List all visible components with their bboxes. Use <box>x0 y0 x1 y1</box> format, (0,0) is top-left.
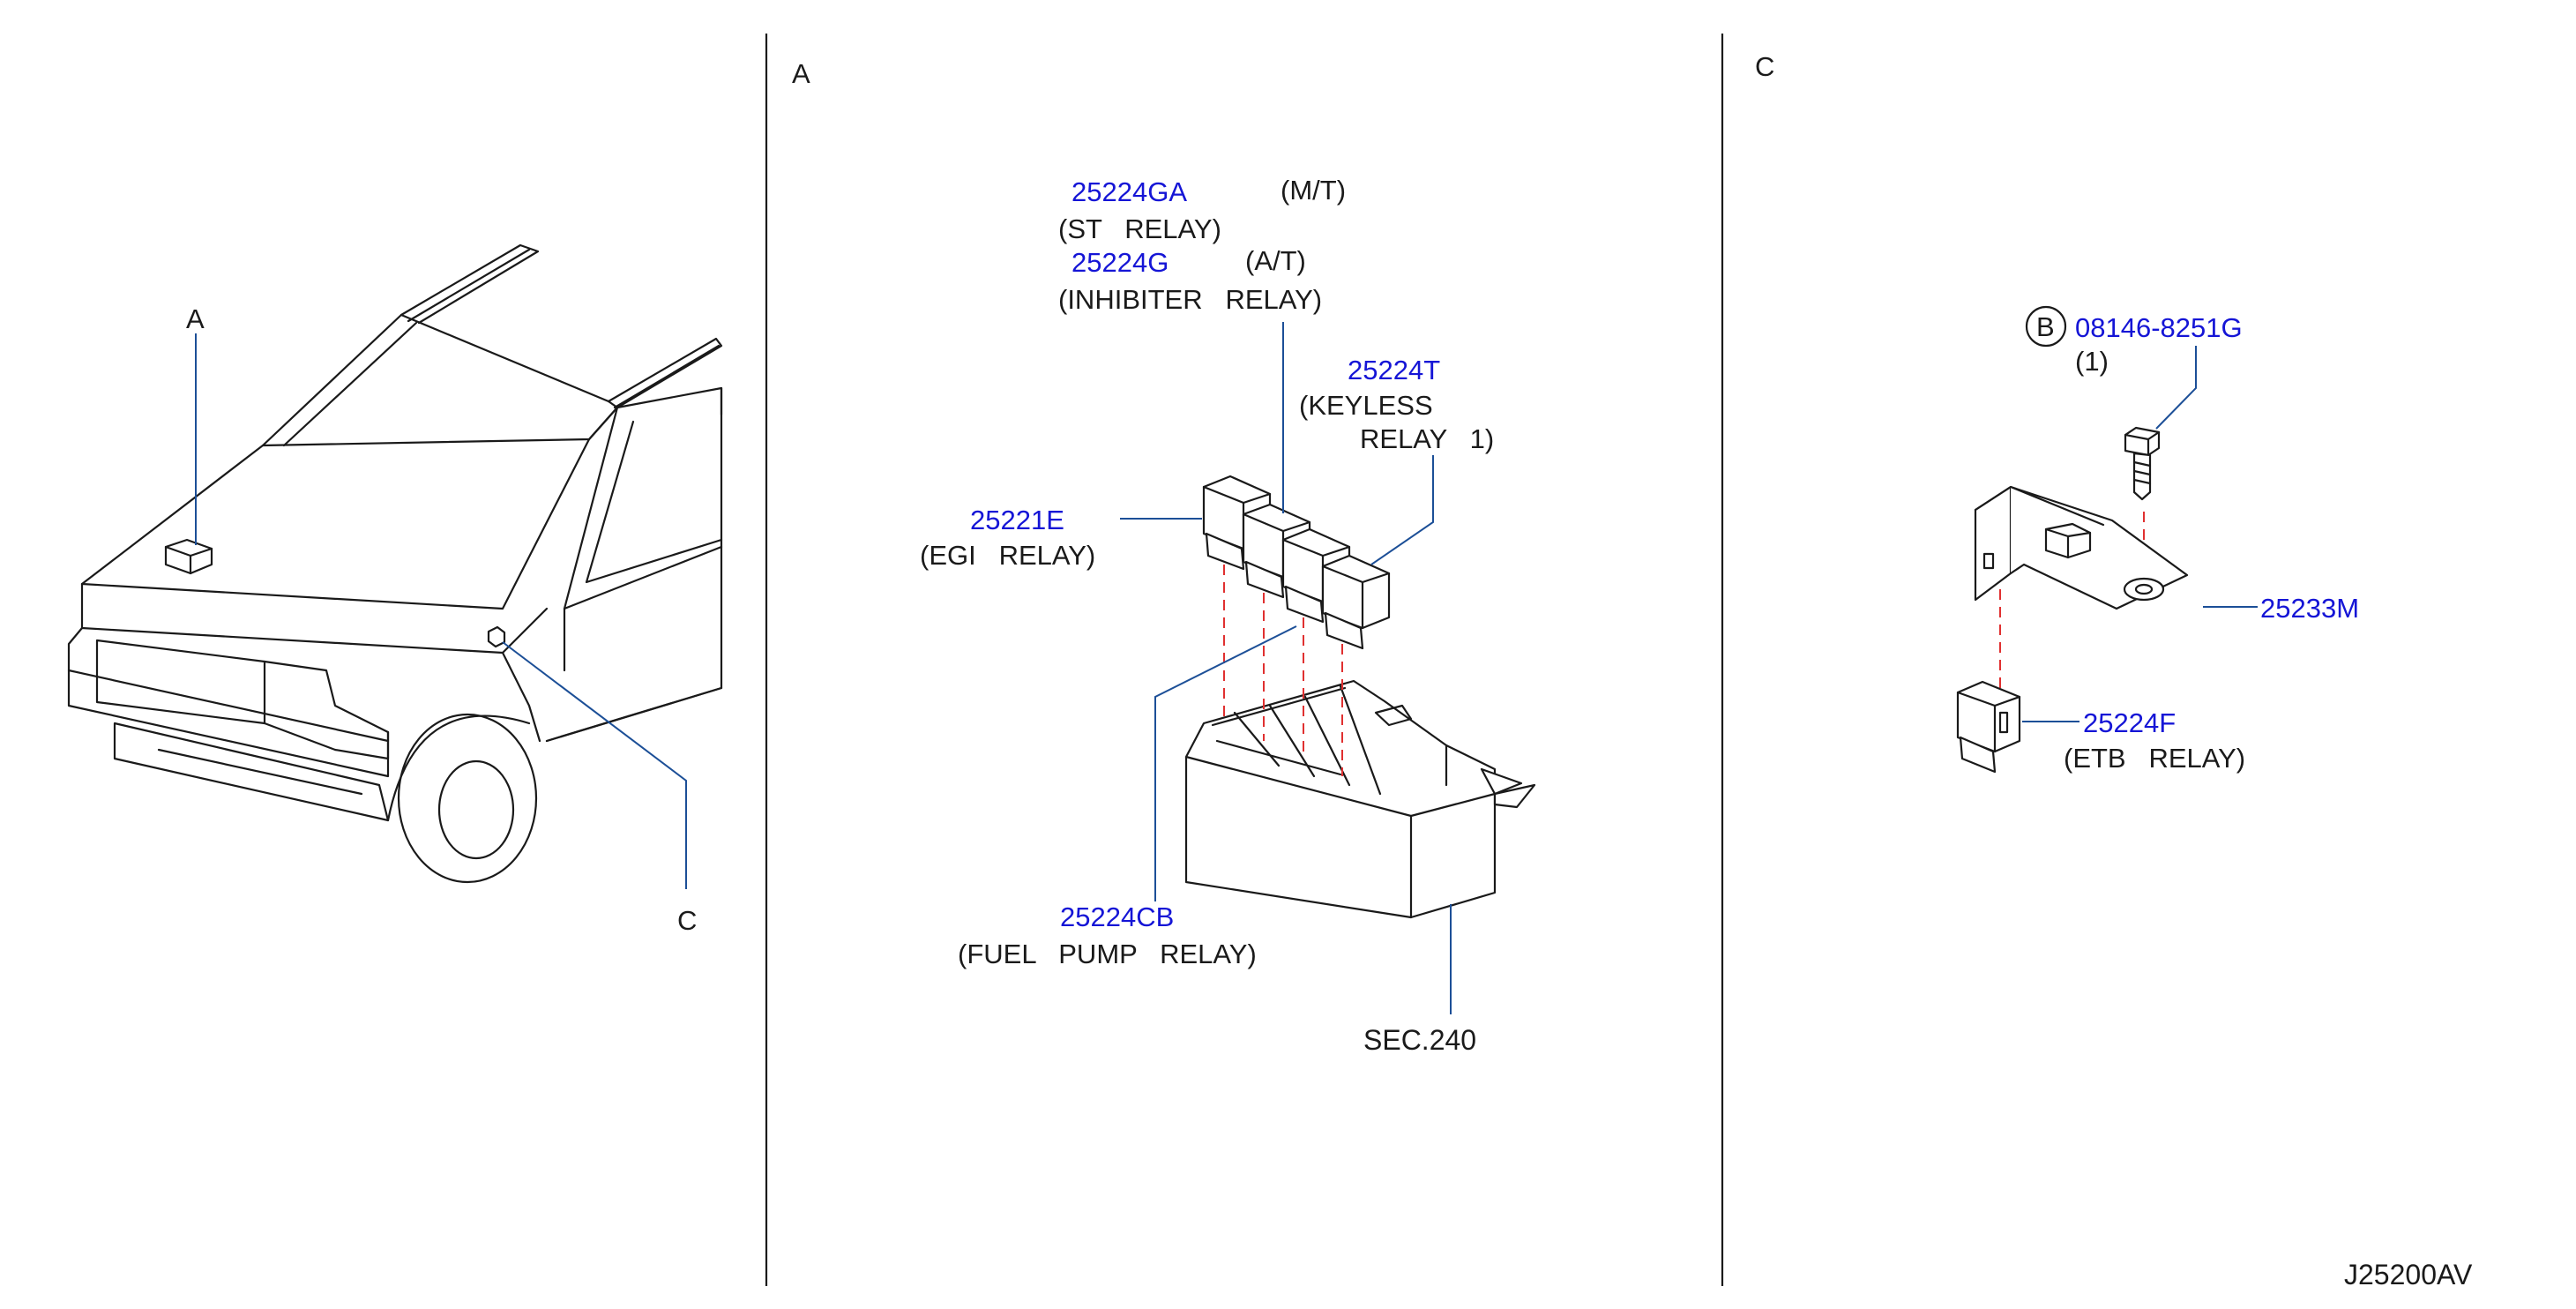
panel-c-title: C <box>1755 51 1774 82</box>
bolt-callout-circle <box>2025 305 2067 348</box>
inhibiter-relay-variant: (A/T) <box>1245 245 1306 276</box>
section-ref-240[interactable]: SEC.240 <box>1363 1024 1476 1056</box>
bracket-number[interactable]: 25233M <box>2260 593 2359 624</box>
st-relay-name: (ST RELAY) <box>1058 213 1221 244</box>
st-relay-number[interactable]: 25224GA <box>1071 176 1187 207</box>
overview-label-a[interactable]: A <box>186 303 205 334</box>
leader-keyless <box>1370 455 1434 565</box>
bolt[interactable] <box>2124 426 2161 501</box>
keyless-relay-name-2: RELAY 1) <box>1360 423 1494 454</box>
egi-relay-number[interactable]: 25221E <box>970 505 1064 535</box>
etb-relay-name: (ETB RELAY) <box>2064 743 2245 774</box>
bracket-hole <box>2123 577 2165 602</box>
vehicle-illustration <box>67 243 723 884</box>
panel-a-title: A <box>792 58 810 89</box>
relay-keyless[interactable] <box>1321 554 1391 650</box>
bracket[interactable] <box>1974 485 2189 610</box>
relay-box[interactable] <box>1184 679 1536 919</box>
location-marker-a[interactable] <box>164 538 213 575</box>
bolt-qty: (1) <box>2075 346 2109 377</box>
inhibiter-relay-name: (INHIBITER RELAY) <box>1058 284 1322 315</box>
fuel-pump-relay-number[interactable]: 25224CB <box>1060 901 1174 932</box>
leader-bolt <box>2155 346 2197 430</box>
keyless-relay-name-1: (KEYLESS <box>1299 390 1433 421</box>
egi-relay-name: (EGI RELAY) <box>920 540 1095 571</box>
bolt-number[interactable]: 08146-8251G <box>2075 312 2243 343</box>
relay-etb[interactable] <box>1956 680 2021 774</box>
overview-label-c[interactable]: C <box>677 905 697 936</box>
inhibiter-relay-number[interactable]: 25224G <box>1071 247 1169 278</box>
bolt-callout-letter: B <box>2036 311 2055 342</box>
st-relay-variant: (M/T) <box>1281 175 1346 206</box>
location-marker-c[interactable] <box>487 625 506 648</box>
leader-overview-c <box>502 641 687 889</box>
etb-relay-number[interactable]: 25224F <box>2083 707 2176 738</box>
fuel-pump-relay-name: (FUEL PUMP RELAY) <box>958 939 1257 969</box>
keyless-relay-number[interactable]: 25224T <box>1348 355 1440 385</box>
leader-fuel-pump <box>1154 625 1297 901</box>
diagram-code: J25200AV <box>2344 1259 2473 1290</box>
